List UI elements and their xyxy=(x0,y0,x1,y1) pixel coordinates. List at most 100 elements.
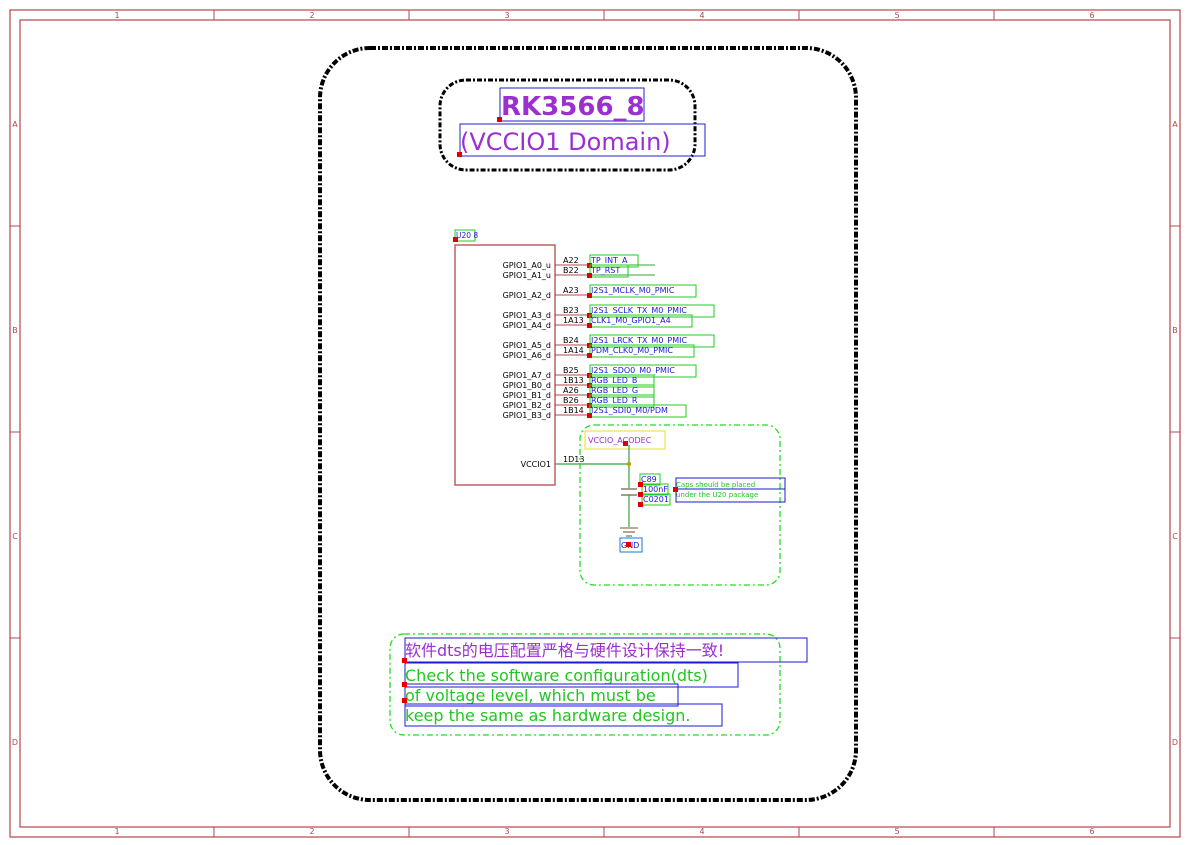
marker xyxy=(402,682,407,687)
net-label-box xyxy=(589,314,693,328)
net-label-box xyxy=(589,404,687,418)
pin-number: B22 xyxy=(563,266,579,275)
marker xyxy=(587,353,592,358)
pin-name: GPIO1_A5_d xyxy=(503,341,551,350)
pin-number: 1A13 xyxy=(563,316,584,325)
pin-name: GPIO1_A3_d xyxy=(503,311,551,320)
title-domain-box xyxy=(459,123,706,157)
note-outline xyxy=(389,633,781,736)
net-label: I2S1_SCLK_TX_M0_PMIC xyxy=(591,306,687,315)
marker xyxy=(587,413,592,418)
row-label-right: C xyxy=(1172,532,1178,541)
col-label-bottom: 5 xyxy=(894,827,899,836)
pin-name: GPIO1_B1_d xyxy=(503,391,551,400)
junction-dot xyxy=(626,461,632,467)
col-label-bottom: 3 xyxy=(504,827,509,836)
pin-number: A22 xyxy=(563,256,579,265)
refdes-box xyxy=(454,229,476,242)
pin-name: GPIO1_A4_d xyxy=(503,321,551,330)
row-label-right: A xyxy=(1172,120,1178,129)
marker xyxy=(402,658,407,663)
marker xyxy=(402,698,407,703)
gnd-label-box xyxy=(619,537,643,553)
marker xyxy=(587,273,592,278)
marker xyxy=(457,152,462,157)
rail-label: VCCIO_ACODEC xyxy=(588,436,652,445)
row-label-left: B xyxy=(12,326,18,335)
col-label-top: 2 xyxy=(309,11,314,20)
marker xyxy=(587,323,592,328)
pin-number: B26 xyxy=(563,396,579,405)
col-label-bottom: 4 xyxy=(699,827,704,836)
note-en-line3: keep the same as hardware design. xyxy=(405,706,690,725)
marker xyxy=(673,487,678,492)
col-label-top: 6 xyxy=(1089,11,1094,20)
outer-border xyxy=(9,9,1181,838)
net-label: TP_RST xyxy=(590,266,620,275)
note-en-box-3 xyxy=(404,703,723,727)
marker xyxy=(638,482,643,487)
pin-number: 1B13 xyxy=(563,376,584,385)
note-en-line1: Check the software configuration(dts) xyxy=(405,666,708,685)
note-cn: 软件dts的电压配置严格与硬件设计保持一致! xyxy=(405,641,724,660)
net-label-box xyxy=(589,254,639,268)
title-chip: RK3566_8 xyxy=(501,92,645,122)
net-label-box xyxy=(589,264,629,278)
cap-ref: C89 xyxy=(641,475,657,484)
cap-value: 100nF xyxy=(643,485,668,494)
net-label: I2S1_SDI0_M0/PDM xyxy=(591,406,668,415)
net-label: RGB_LED_G xyxy=(591,386,638,395)
net-label: I2S1_SDO0_M0_PMIC xyxy=(591,366,675,375)
col-label-bottom: 6 xyxy=(1089,827,1094,836)
marker xyxy=(638,492,643,497)
net-label-box xyxy=(589,304,715,318)
col-label-top: 5 xyxy=(894,11,899,20)
title-chip-box xyxy=(499,87,645,122)
col-label-bottom: 2 xyxy=(309,827,314,836)
pin-number: A23 xyxy=(563,286,579,295)
net-label-box xyxy=(589,374,655,388)
pin-name: GPIO1_A0_u xyxy=(503,261,551,270)
net-label: I2S1_MCLK_M0_PMIC xyxy=(591,286,675,295)
net-label-box xyxy=(589,394,655,408)
decoupling-outline xyxy=(579,424,781,586)
col-label-top: 4 xyxy=(699,11,704,20)
caps-note-line1: Caps should be placed xyxy=(676,481,755,489)
row-label-right: B xyxy=(1172,326,1178,335)
caps-note-line2: under the U20 package xyxy=(676,491,758,499)
note-en-line2: of voltage level, which must be xyxy=(405,686,656,705)
row-label-left: C xyxy=(12,532,18,541)
pin-name: GPIO1_B2_d xyxy=(503,401,551,410)
pin-name: GPIO1_A6_d xyxy=(503,351,551,360)
inner-border xyxy=(19,19,1171,828)
power-pin: VCCIO1 1D13 xyxy=(521,455,630,469)
net-label-box xyxy=(589,344,695,358)
pin-number: B23 xyxy=(563,306,579,315)
power-pin-name: VCCIO1 xyxy=(521,460,551,469)
marker xyxy=(453,237,458,242)
col-label-top: 1 xyxy=(114,11,119,20)
title-domain: (VCCIO1 Domain) xyxy=(460,128,671,156)
component-ref: U20 8 xyxy=(456,231,478,240)
col-label-top: 3 xyxy=(504,11,509,20)
ic-body xyxy=(454,244,556,486)
row-label-left: D xyxy=(12,738,18,747)
cap-value-box xyxy=(641,483,669,496)
pin-name: GPIO1_A1_u xyxy=(503,271,551,280)
pin-name: GPIO1_A7_d xyxy=(503,371,551,380)
marker xyxy=(638,502,643,507)
note-cn-box xyxy=(404,637,808,663)
sheet-frame: 1 2 3 4 5 6 1 2 3 4 5 6 A B C D A B C D xyxy=(9,9,1181,838)
net-label-box xyxy=(589,384,655,398)
pin-list: GPIO1_A0_u A22 TP_INT_A GPIO1_A1_u B22 TP_RST… xyxy=(503,254,715,420)
col-label-bottom: 1 xyxy=(114,827,119,836)
cap-package-box xyxy=(641,493,671,506)
net-label: TP_INT_A xyxy=(590,256,628,265)
row-label-right: D xyxy=(1172,738,1178,747)
rail-label-box xyxy=(584,430,666,450)
pin-name: GPIO1_B0_d xyxy=(503,381,551,390)
pin-name: GPIO1_B3_d xyxy=(503,411,551,420)
pin-number: 1A14 xyxy=(563,346,584,355)
